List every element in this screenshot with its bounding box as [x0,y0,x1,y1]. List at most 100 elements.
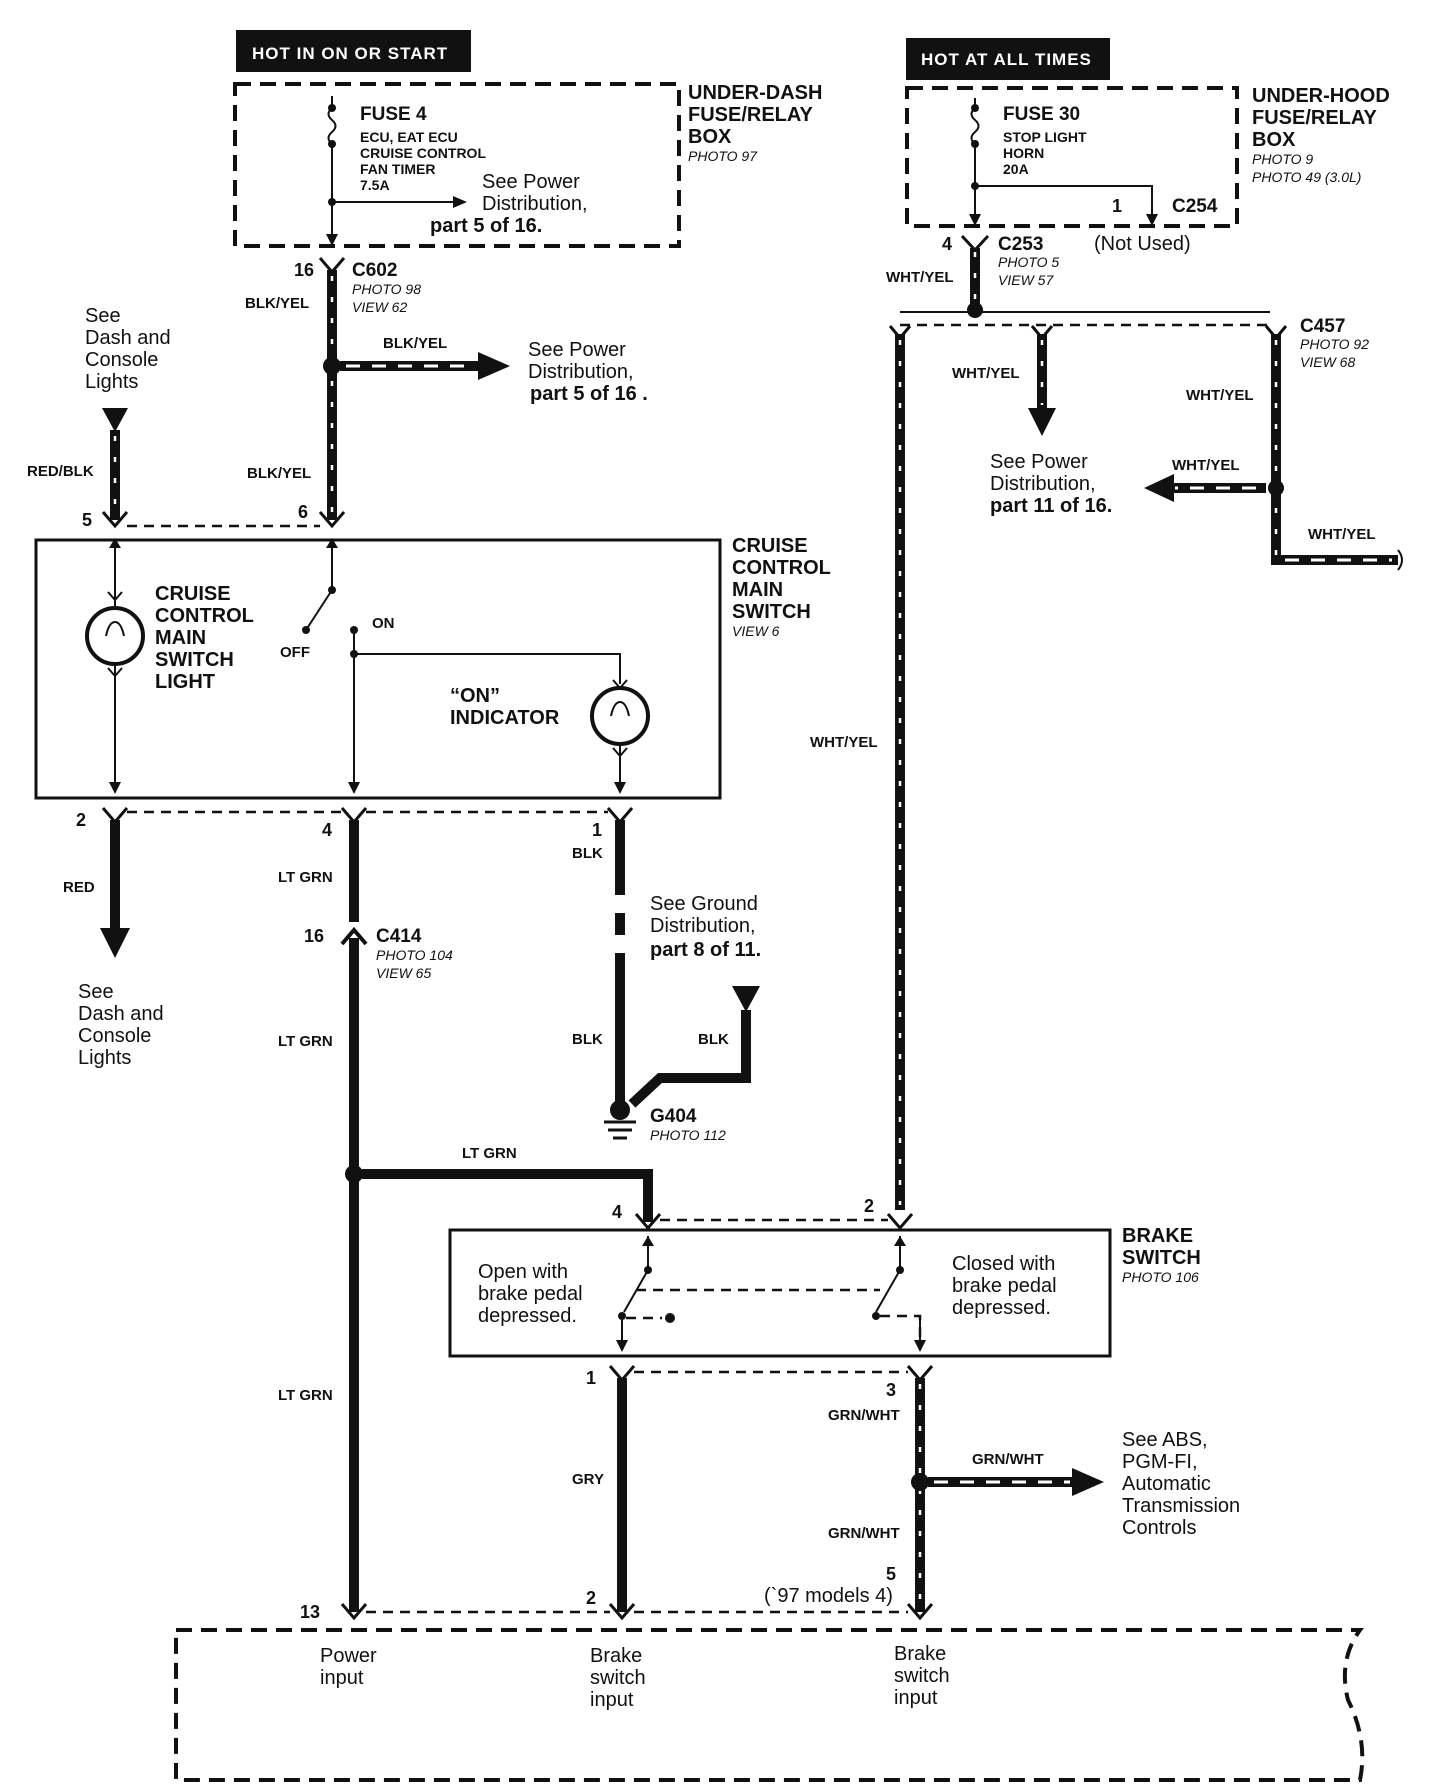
svg-text:CONTROL: CONTROL [732,557,831,579]
svg-text:(`97 models 4): (`97 models 4) [764,1585,893,1607]
svg-text:BLK: BLK [572,845,603,862]
svg-text:1: 1 [586,1368,596,1388]
svg-text:4: 4 [612,1202,622,1222]
svg-text:UNDER-HOOD: UNDER-HOOD [1252,85,1390,107]
svg-text:MAIN: MAIN [732,579,783,601]
svg-text:switch: switch [590,1667,646,1689]
svg-text:2: 2 [864,1196,874,1216]
svg-text:OFF: OFF [280,644,310,661]
svg-text:6: 6 [298,502,308,522]
svg-text:See Power: See Power [990,451,1088,473]
svg-text:HOT IN ON OR START: HOT IN ON OR START [252,44,448,63]
wire-wht-yel-to-power-dist-11: WHT/YEL [952,325,1056,436]
svg-text:16: 16 [294,260,314,280]
wire-wht-yel-main: WHT/YEL [810,325,912,1210]
svg-text:FAN TIMER: FAN TIMER [360,161,435,177]
svg-text:PHOTO 92: PHOTO 92 [1300,336,1369,352]
svg-text:C254: C254 [1172,196,1218,217]
svg-text:C602: C602 [352,260,397,281]
c253-connector: 4 C253 PHOTO 5 VIEW 57 WHT/YEL [886,234,1059,288]
svg-text:7.5A: 7.5A [360,177,390,193]
svg-text:CRUISE CONTROL: CRUISE CONTROL [360,145,486,161]
wire-wht-yel-c457-branch: WHT/YEL WHT/YEL WHT/YEL [1144,325,1403,571]
svg-text:INDICATOR: INDICATOR [450,707,560,729]
svg-text:VIEW 68: VIEW 68 [1300,354,1355,370]
svg-text:20A: 20A [1003,161,1029,177]
wire-blk-yel-vertical: BLK/YEL BLK/YEL [247,270,510,520]
svg-text:See Power: See Power [482,171,580,193]
svg-text:switch: switch [894,1665,950,1687]
svg-text:GRN/WHT: GRN/WHT [828,1407,900,1424]
header-hot-in-on-or-start: HOT IN ON OR START [236,30,471,72]
svg-text:C457: C457 [1300,316,1345,337]
svg-text:UNDER-DASH: UNDER-DASH [688,82,822,104]
svg-text:depressed.: depressed. [478,1305,577,1327]
svg-text:4: 4 [942,234,952,254]
fuse-30-symbol [970,107,980,145]
svg-text:PHOTO 49 (3.0L): PHOTO 49 (3.0L) [1252,169,1361,185]
c414-connector: 16 C414 PHOTO 104 VIEW 65 [304,926,453,981]
on-indicator-bulb [590,686,650,746]
svg-text:Lights: Lights [78,1047,131,1069]
svg-text:See: See [78,981,114,1003]
under-dash-fuse-relay-box: UNDER-DASH FUSE/RELAY BOX PHOTO 97 FUSE … [233,82,822,248]
svg-text:part 8 of 11.: part 8 of 11. [650,939,761,961]
svg-text:Distribution,: Distribution, [482,193,588,215]
svg-text:depressed.: depressed. [952,1297,1051,1319]
svg-text:1: 1 [1112,196,1122,216]
cruise-control-unit: 13 2 5 (`97 models 4) Power input Brake … [174,1564,1365,1782]
svg-text:FUSE/RELAY: FUSE/RELAY [1252,107,1378,129]
svg-text:FUSE 4: FUSE 4 [360,104,427,125]
svg-text:PHOTO 98: PHOTO 98 [352,281,421,297]
svg-text:See ABS,: See ABS, [1122,1429,1208,1451]
svg-text:Automatic: Automatic [1122,1473,1211,1495]
svg-text:HORN: HORN [1003,145,1044,161]
svg-text:PHOTO 5: PHOTO 5 [998,254,1059,270]
svg-text:PHOTO 9: PHOTO 9 [1252,151,1313,167]
svg-text:input: input [590,1689,634,1711]
svg-text:PHOTO 106: PHOTO 106 [1122,1269,1199,1285]
svg-text:FUSE 30: FUSE 30 [1003,104,1080,125]
svg-text:4: 4 [322,820,332,840]
svg-text:Controls: Controls [1122,1517,1196,1539]
svg-text:SWITCH: SWITCH [732,601,811,623]
svg-text:Brake: Brake [590,1645,642,1667]
cruise-main-switch-light-bulb [85,606,145,666]
svg-text:BLK: BLK [698,1031,729,1048]
svg-text:part 5 of 16.: part 5 of 16. [430,215,542,237]
svg-text:SWITCH: SWITCH [1122,1247,1201,1269]
svg-text:“ON”: “ON” [450,685,500,707]
see-power-distribution-part-11: See Power Distribution, part 11 of 16. [990,451,1112,517]
see-abs-pgm-fi-controls: See ABS, PGM-FI, Automatic Transmission … [1122,1429,1240,1539]
c457-connector: C457 PHOTO 92 VIEW 68 [1300,316,1369,370]
svg-text:input: input [894,1687,938,1709]
svg-text:Dash and: Dash and [85,327,171,349]
svg-text:See Power: See Power [528,339,626,361]
svg-text:BLK/YEL: BLK/YEL [383,335,447,352]
svg-text:STOP LIGHT: STOP LIGHT [1003,129,1087,145]
svg-text:2: 2 [76,810,86,830]
svg-text:WHT/YEL: WHT/YEL [886,269,954,286]
svg-text:Console: Console [78,1025,151,1047]
see-dash-console-lights-top: See Dash and Console Lights RED/BLK [27,305,171,520]
svg-text:brake pedal: brake pedal [952,1275,1057,1297]
svg-text:VIEW 62: VIEW 62 [352,299,407,315]
svg-text:part 11 of 16.: part 11 of 16. [990,495,1112,517]
brake-switch: BRAKE SWITCH PHOTO 106 Open with brake p… [448,1225,1201,1358]
svg-text:PHOTO 97: PHOTO 97 [688,148,758,164]
svg-text:GRN/WHT: GRN/WHT [828,1525,900,1542]
svg-text:LT GRN: LT GRN [278,1387,333,1404]
header-hot-at-all-times: HOT AT ALL TIMES [906,38,1110,80]
svg-text:5: 5 [886,1564,896,1584]
c602-connector: 16 C602 PHOTO 98 VIEW 62 BLK/YEL [245,257,421,315]
splice-c457 [967,302,983,318]
svg-text:Brake: Brake [894,1643,946,1665]
svg-text:CONTROL: CONTROL [155,605,254,627]
svg-text:LT GRN: LT GRN [278,1033,333,1050]
svg-text:CRUISE: CRUISE [155,583,231,605]
fuse-4-symbol [327,107,337,145]
svg-text:BRAKE: BRAKE [1122,1225,1193,1247]
ground-g404-symbol [610,1100,630,1120]
see-power-distribution-part-5: See Power Distribution, part 5 of 16 . [528,339,648,405]
